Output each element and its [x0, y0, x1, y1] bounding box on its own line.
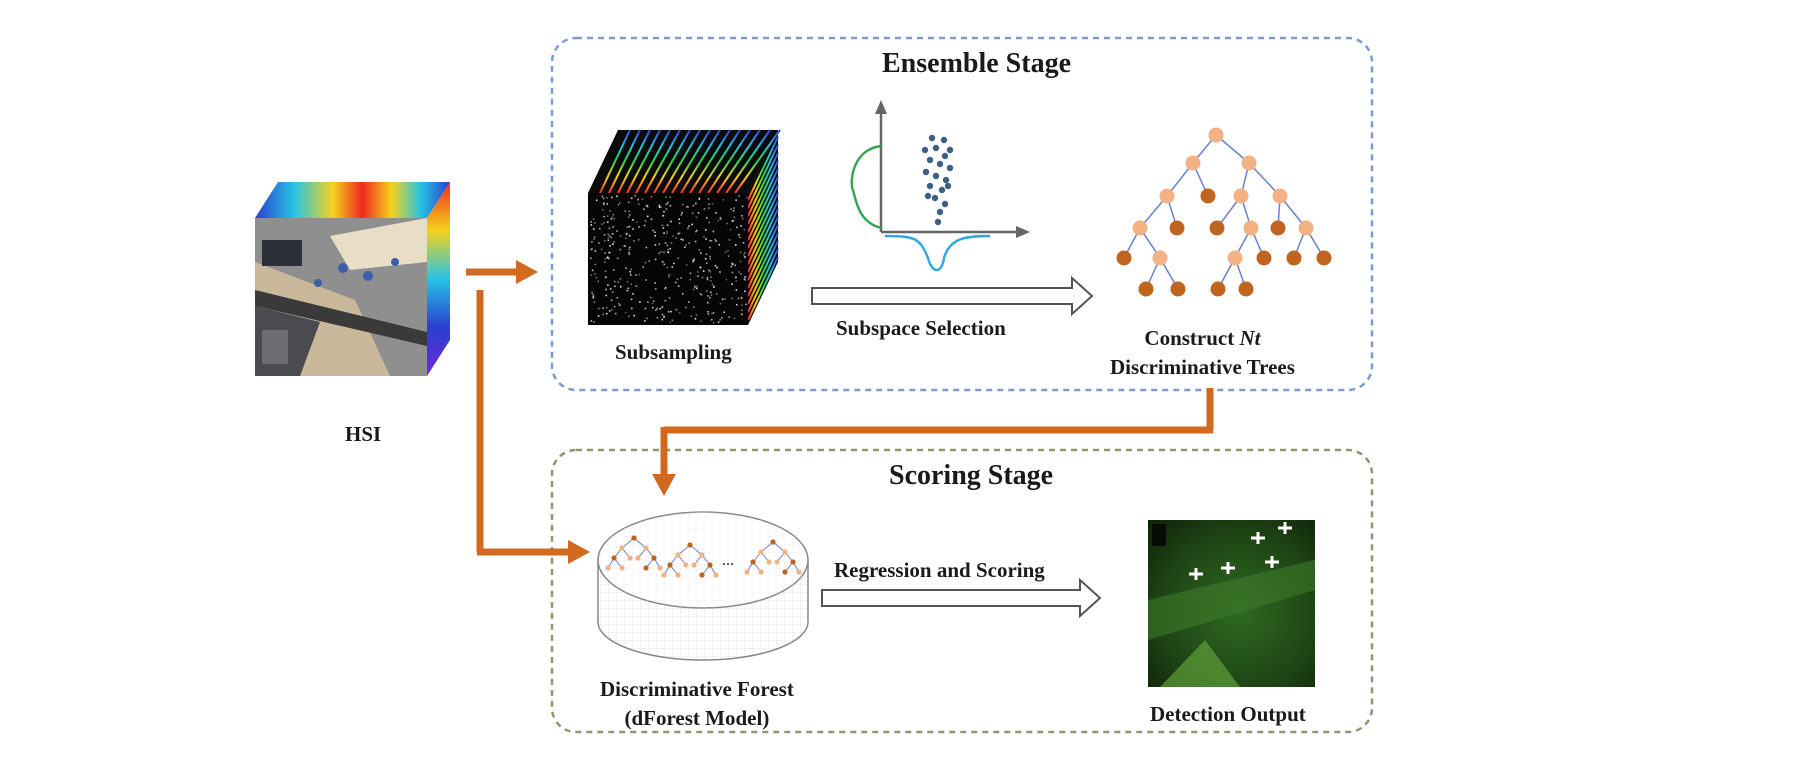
forest-label: Discriminative Forest (dForest Model) — [600, 675, 794, 733]
ensemble-stage-title: Ensemble Stage — [882, 48, 1071, 79]
subsampling-cube-image — [588, 129, 781, 325]
flow-arrows — [466, 260, 1214, 564]
construct-line1: Construct Nt — [1110, 324, 1295, 353]
construct-line2: Discriminative Trees — [1110, 355, 1295, 379]
subspace-selection-arrow — [811, 275, 1094, 317]
dforest-cylinder-icon — [597, 511, 809, 661]
subspace-plot-icon — [850, 100, 1030, 272]
hsi-cube-image — [255, 182, 450, 376]
subspace-selection-label: Subspace Selection — [836, 316, 1006, 340]
forest-ellipsis: ... — [722, 552, 734, 569]
tree-count-symbol: Nt — [1239, 326, 1261, 350]
regression-scoring-arrow — [821, 577, 1102, 619]
hsi-label: HSI — [345, 422, 382, 446]
construct-trees-label: Construct Nt Discriminative Trees — [1110, 324, 1295, 382]
construct-prefix: Construct — [1144, 326, 1240, 350]
detection-output-image — [1148, 520, 1315, 687]
scoring-stage-title: Scoring Stage — [889, 460, 1054, 491]
scoring-stage-box — [550, 448, 1374, 734]
forest-line1: Discriminative Forest — [600, 677, 794, 701]
forest-line2: (dForest Model) — [624, 706, 770, 730]
detection-output-label: Detection Output — [1150, 702, 1306, 726]
subsampling-label: Subsampling — [615, 340, 732, 364]
ensemble-stage-box — [550, 36, 1374, 392]
decision-tree-icon — [1116, 127, 1332, 297]
regression-scoring-label: Regression and Scoring — [834, 558, 1045, 582]
